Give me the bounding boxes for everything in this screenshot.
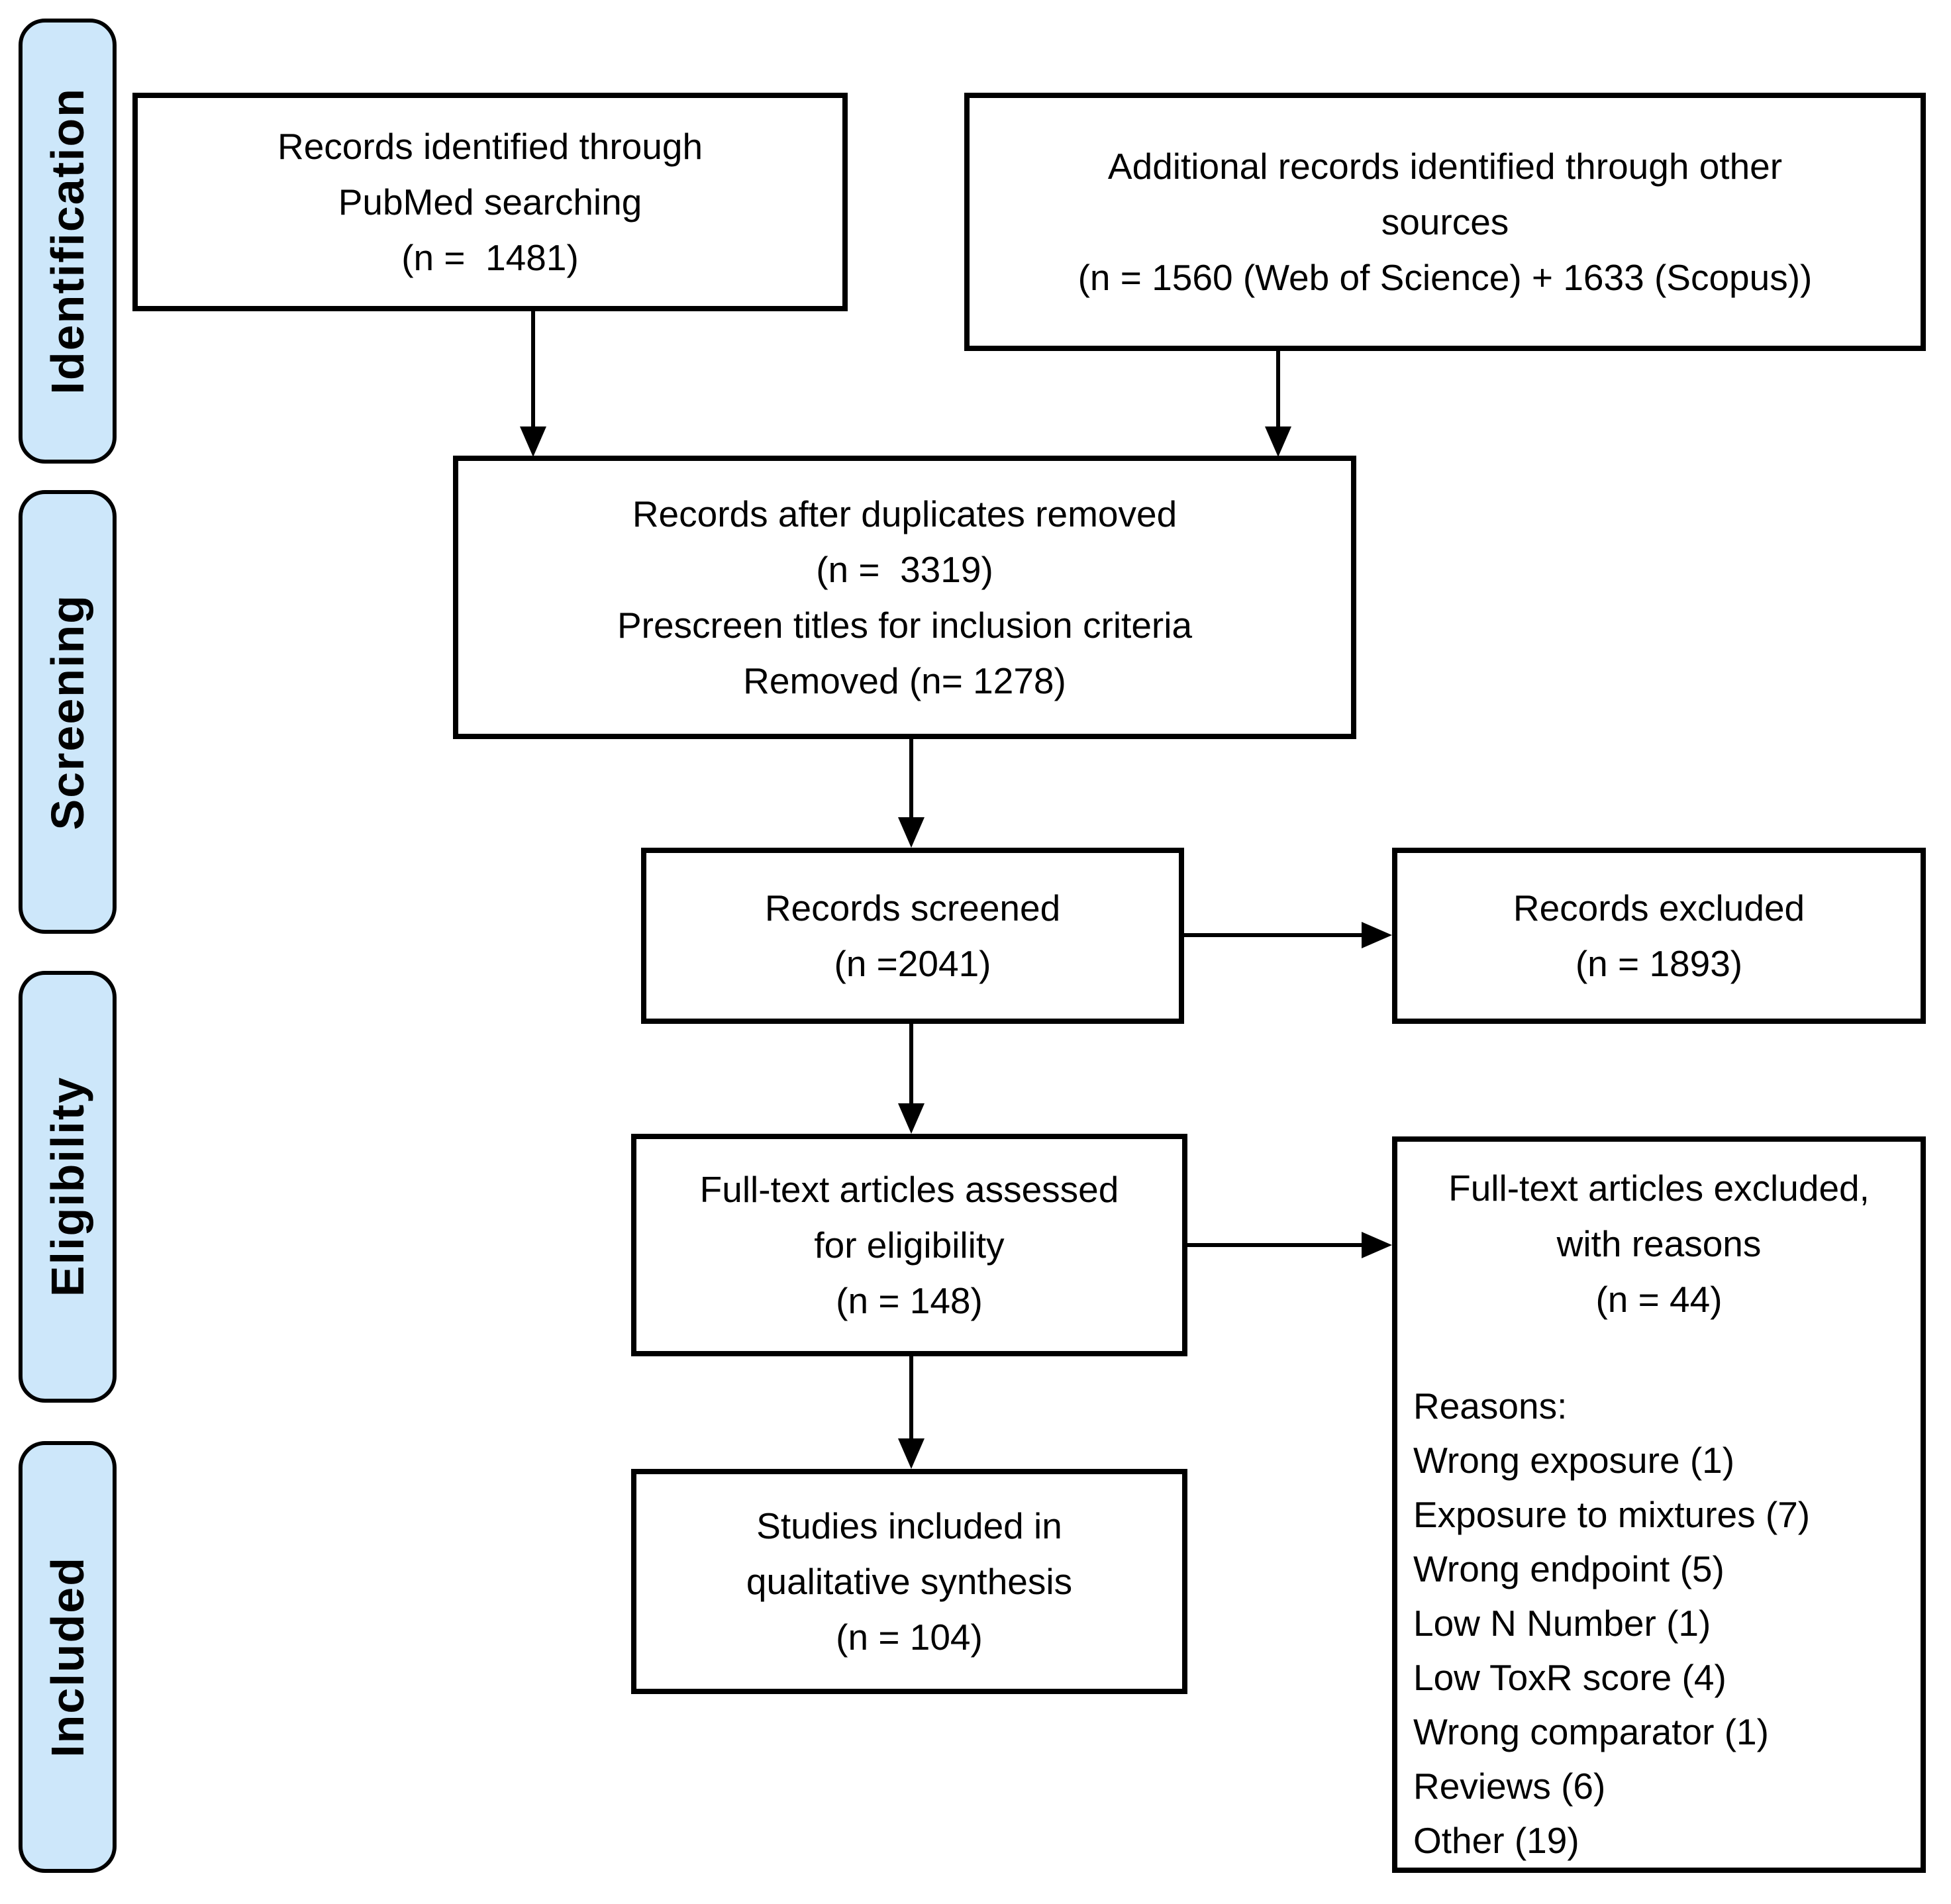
arrowhead-down-icon bbox=[898, 817, 925, 848]
box-text-line: (n = 1893) bbox=[1575, 943, 1743, 984]
stage-eligibility: Eligibility bbox=[19, 971, 117, 1403]
box-records-screened: Records screened (n =2041) bbox=[641, 848, 1184, 1024]
box-text-line: Records identified through bbox=[277, 126, 703, 167]
arrowhead-down-icon bbox=[520, 426, 546, 457]
box-text-line: (n = 44) bbox=[1595, 1279, 1723, 1320]
reason-item: Wrong comparator (1) bbox=[1413, 1711, 1769, 1752]
box-records-identified-pubmed: Records identified through PubMed search… bbox=[132, 93, 848, 311]
box-text-line: Full-text articles excluded, bbox=[1448, 1168, 1870, 1209]
reason-item: Reasons: bbox=[1413, 1385, 1568, 1427]
stage-identification: Identification bbox=[19, 19, 117, 464]
arrow-fulltext-to-excluded-reasons bbox=[1187, 1230, 1392, 1260]
arrow-screened-to-excluded bbox=[1184, 921, 1392, 950]
arrowhead-right-icon bbox=[1362, 922, 1392, 948]
arrowhead-down-icon bbox=[1265, 426, 1291, 457]
box-text-line: (n = 3319) bbox=[816, 549, 993, 590]
reason-item: Low N Number (1) bbox=[1413, 1603, 1711, 1644]
arrowhead-down-icon bbox=[898, 1438, 925, 1469]
arrow-line bbox=[909, 1356, 913, 1438]
reasons-spacer bbox=[1413, 1327, 1905, 1379]
arrow-line bbox=[531, 311, 535, 426]
stage-included-label: Included bbox=[42, 1556, 93, 1758]
arrow-additional-to-duplicates bbox=[1263, 350, 1293, 457]
arrowhead-down-icon bbox=[898, 1103, 925, 1134]
box-text-line: Removed (n= 1278) bbox=[743, 660, 1066, 701]
arrowhead-right-icon bbox=[1362, 1232, 1392, 1258]
stage-eligibility-label: Eligibility bbox=[42, 1076, 93, 1297]
arrow-line bbox=[1276, 350, 1280, 426]
box-duplicates-removed: Records after duplicates removed (n = 33… bbox=[453, 456, 1356, 739]
stage-identification-label: Identification bbox=[42, 87, 93, 395]
box-text-line: Records screened bbox=[764, 887, 1061, 928]
box-text-line: Full-text articles assessed bbox=[699, 1169, 1119, 1210]
reason-item: Exposure to mixtures (7) bbox=[1413, 1494, 1811, 1535]
box-text-line: with reasons bbox=[1556, 1223, 1762, 1264]
box-text-line: Prescreen titles for inclusion criteria bbox=[617, 605, 1193, 646]
box-text-line: (n = 104) bbox=[836, 1617, 983, 1658]
box-text-line: for eligibility bbox=[814, 1225, 1005, 1266]
reason-item: Reviews (6) bbox=[1413, 1766, 1606, 1807]
box-text-line: (n = 1560 (Web of Science) + 1633 (Scopu… bbox=[1077, 257, 1813, 298]
box-fulltext-excluded-reasons: Full-text articles excluded, with reason… bbox=[1392, 1136, 1926, 1873]
stage-screening-label: Screening bbox=[42, 593, 93, 830]
arrow-pubmed-to-duplicates bbox=[518, 311, 548, 457]
box-text-line: Records excluded bbox=[1513, 887, 1805, 928]
arrow-line bbox=[1187, 1243, 1362, 1247]
reason-item: Wrong endpoint (5) bbox=[1413, 1548, 1725, 1589]
box-fulltext-assessed: Full-text articles assessed for eligibil… bbox=[631, 1134, 1187, 1356]
box-text-line: (n =2041) bbox=[834, 943, 991, 984]
box-text-line: Records after duplicates removed bbox=[632, 493, 1177, 534]
reason-item: Wrong exposure (1) bbox=[1413, 1440, 1735, 1481]
box-studies-included: Studies included in qualitative synthesi… bbox=[631, 1469, 1187, 1694]
arrow-line bbox=[909, 1024, 913, 1103]
box-text-line: sources bbox=[1381, 201, 1509, 242]
reason-item: Low ToxR score (4) bbox=[1413, 1657, 1726, 1698]
box-text-line: Additional records identified through ot… bbox=[1107, 146, 1783, 187]
box-text-line: PubMed searching bbox=[338, 181, 642, 223]
box-text-line: (n = 148) bbox=[836, 1280, 983, 1321]
box-text-line: qualitative synthesis bbox=[746, 1561, 1073, 1602]
box-additional-records: Additional records identified through ot… bbox=[964, 93, 1926, 351]
stage-included: Included bbox=[19, 1441, 117, 1873]
arrow-screened-to-fulltext bbox=[896, 1024, 926, 1134]
arrow-line bbox=[1184, 933, 1362, 937]
arrow-line bbox=[909, 739, 913, 817]
box-text-line: (n = 1481) bbox=[401, 237, 579, 278]
stage-screening: Screening bbox=[19, 490, 117, 934]
box-records-excluded: Records excluded (n = 1893) bbox=[1392, 848, 1926, 1024]
arrow-fulltext-to-included bbox=[896, 1356, 926, 1469]
arrow-duplicates-to-screened bbox=[896, 739, 926, 848]
reason-item: Other (19) bbox=[1413, 1820, 1579, 1861]
box-text-line: Studies included in bbox=[756, 1505, 1062, 1546]
